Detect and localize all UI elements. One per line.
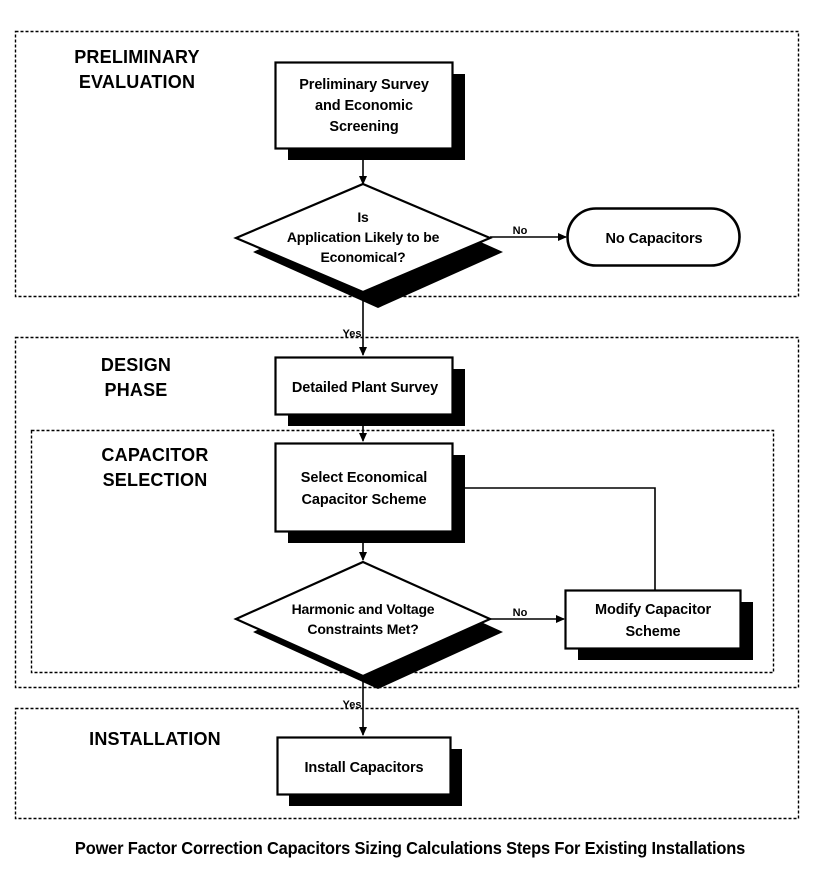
is-economical-line2: Application Likely to be bbox=[287, 229, 440, 245]
harmonic-voltage-check-line1: Harmonic and Voltage bbox=[292, 601, 435, 617]
preliminary-survey-line2: and Economic bbox=[315, 98, 413, 114]
select-economical-scheme-box[interactable] bbox=[274, 442, 454, 533]
install-capacitors-label: Install Capacitors bbox=[304, 760, 423, 776]
section-label-capacitor-line2: SELECTION bbox=[103, 470, 208, 490]
edge-label-economical-no: No bbox=[513, 225, 528, 237]
section-design-phase bbox=[14, 336, 800, 689]
node-is-economical[interactable]: Is Application Likely to be Economical? bbox=[233, 182, 493, 294]
install-capacitors-box[interactable] bbox=[276, 736, 452, 796]
section-installation bbox=[14, 707, 800, 820]
is-economical-diamond[interactable] bbox=[233, 182, 493, 294]
select-economical-scheme-line1: Select Economical bbox=[301, 470, 427, 486]
node-preliminary-survey[interactable]: Preliminary Survey and Economic Screenin… bbox=[274, 61, 454, 150]
modify-capacitor-scheme-box[interactable] bbox=[564, 589, 742, 650]
node-detailed-plant-survey[interactable]: Detailed Plant Survey bbox=[274, 356, 454, 416]
section-label-preliminary-evaluation: PRELIMINARY EVALUATION bbox=[74, 47, 200, 92]
node-install-capacitors[interactable]: Install Capacitors bbox=[276, 736, 452, 796]
edge-label-constraints-no: No bbox=[513, 607, 528, 619]
section-label-preliminary-line1: PRELIMINARY bbox=[74, 47, 200, 67]
preliminary-survey-line1: Preliminary Survey bbox=[299, 77, 429, 93]
detailed-plant-survey-box[interactable] bbox=[274, 356, 454, 416]
node-harmonic-voltage-check[interactable]: Harmonic and Voltage Constraints Met? bbox=[233, 560, 493, 678]
section-label-capacitor-selection: CAPACITOR SELECTION bbox=[101, 445, 208, 490]
harmonic-voltage-check-line2: Constraints Met? bbox=[307, 621, 418, 637]
section-label-design-phase: DESIGN PHASE bbox=[101, 355, 171, 400]
edge-label-constraints-yes: Yes bbox=[343, 699, 362, 711]
section-capacitor-selection bbox=[30, 429, 775, 674]
section-label-capacitor-line1: CAPACITOR bbox=[101, 445, 208, 465]
is-economical-line3: Economical? bbox=[321, 249, 406, 265]
section-label-design-line2: PHASE bbox=[104, 380, 167, 400]
connector-feedback-loop bbox=[463, 487, 656, 590]
section-preliminary-evaluation bbox=[14, 30, 800, 298]
no-capacitors-terminator[interactable] bbox=[566, 207, 741, 267]
edge-label-economical-yes: Yes bbox=[343, 328, 362, 340]
node-modify-capacitor-scheme[interactable]: Modify Capacitor Scheme bbox=[564, 589, 742, 650]
modify-capacitor-scheme-line2: Scheme bbox=[625, 624, 680, 640]
figure-caption: Power Factor Correction Capacitors Sizin… bbox=[74, 838, 746, 858]
section-label-installation: INSTALLATION bbox=[89, 729, 221, 749]
node-no-capacitors[interactable]: No Capacitors bbox=[566, 207, 741, 267]
harmonic-voltage-check-diamond[interactable] bbox=[233, 560, 493, 678]
modify-capacitor-scheme-line1: Modify Capacitor bbox=[595, 602, 711, 618]
preliminary-survey-line3: Screening bbox=[329, 119, 398, 135]
select-economical-scheme-line2: Capacitor Scheme bbox=[302, 492, 427, 508]
section-label-preliminary-line2: EVALUATION bbox=[79, 72, 195, 92]
node-select-economical-scheme[interactable]: Select Economical Capacitor Scheme bbox=[274, 442, 454, 533]
section-label-installation-line1: INSTALLATION bbox=[89, 729, 221, 749]
detailed-plant-survey-label: Detailed Plant Survey bbox=[292, 380, 438, 396]
no-capacitors-label: No Capacitors bbox=[606, 231, 703, 247]
preliminary-survey-box[interactable] bbox=[274, 61, 454, 150]
section-label-design-line1: DESIGN bbox=[101, 355, 171, 375]
is-economical-line1: Is bbox=[357, 209, 369, 225]
